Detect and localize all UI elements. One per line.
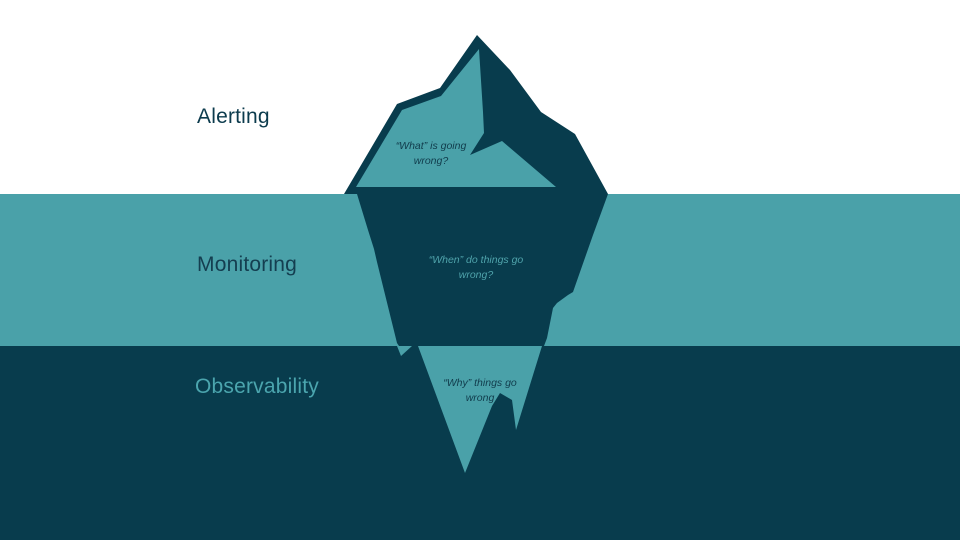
iceberg-tip-fill (356, 49, 556, 187)
observability-label: Observability (195, 375, 319, 398)
observability-caption: “Why” things go wrong (443, 377, 517, 404)
alerting-caption: “What” is going wrong? (395, 140, 467, 167)
alerting-label: Alerting (197, 105, 270, 128)
iceberg-bottom-shard (397, 346, 412, 356)
monitoring-label: Monitoring (197, 253, 298, 276)
monitoring-caption: “When” do things go wrong? (428, 254, 524, 281)
iceberg-bottom-section (418, 346, 542, 473)
iceberg-mid-section (357, 194, 608, 346)
